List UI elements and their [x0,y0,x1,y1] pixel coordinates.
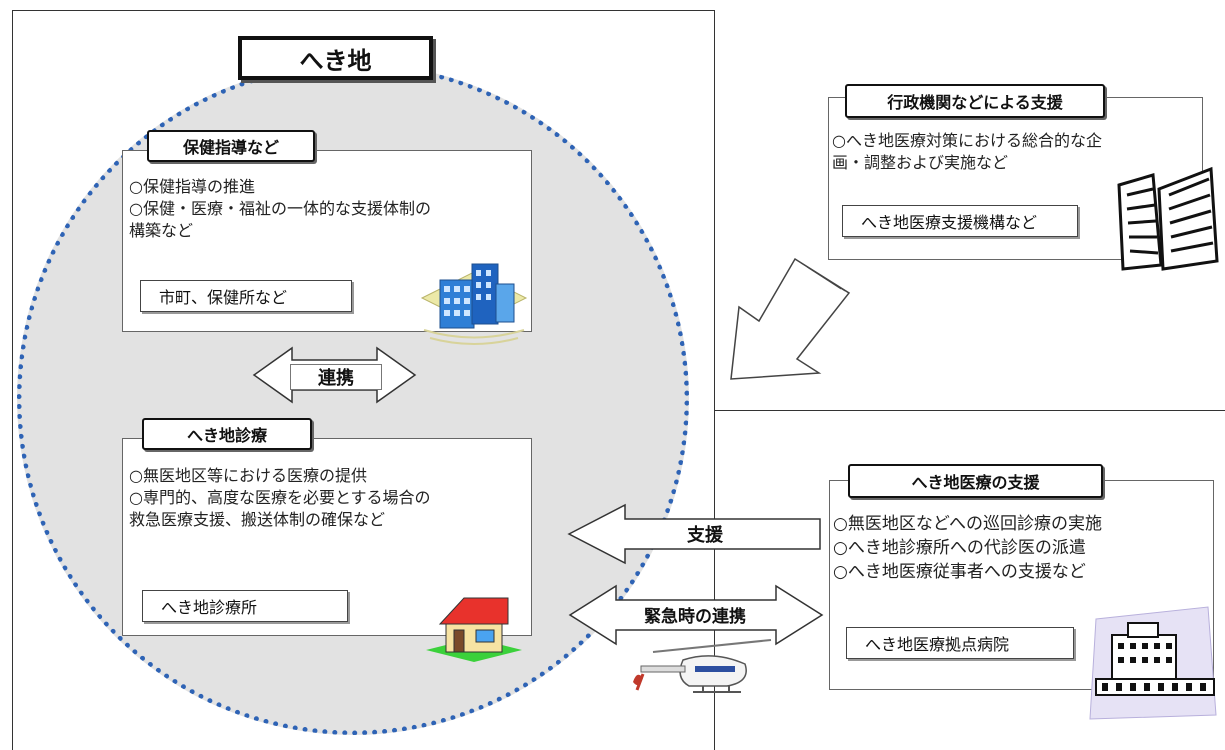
emergency-cooperation-arrow [568,584,824,646]
rural-clinic-desc: ○無医地区等における医療の提供 ○専門的、高度な医療を必要とする場合の 救急医療… [129,466,431,529]
health-guidance-tag: 保健指導など [147,130,315,162]
emergency-cooperation-label: 緊急時の連携 [644,606,746,627]
rural-medical-support-tag: へき地医療の支援 [848,464,1103,498]
health-guidance-label: 市町、保健所など [140,280,352,312]
rural-clinic-label: へき地診療所 [142,590,348,622]
rural-medical-support-desc: ○無医地区などへの巡回診療の実施 ○へき地診療所への代診医の派遣 ○へき地医療従… [833,514,1102,582]
rural-medical-support-label: へき地医療拠点病院 [846,627,1074,659]
admin-support-tag: 行政機関などによる支援 [845,84,1105,118]
support-arrow [567,503,822,565]
rural-clinic-tag: へき地診療 [142,418,312,450]
cooperation-label: 連携 [290,364,382,390]
admin-support-label: へき地医療支援機構など [842,205,1078,237]
clinic-house-icon [424,592,524,664]
admin-support-desc: ○へき地医療対策における総合的な企 画・調整および実施など [832,131,1102,172]
office-building-icon [414,250,532,350]
region-divider [714,410,1225,413]
support-label: 支援 [687,525,723,546]
helicopter-icon [623,630,773,710]
rural-area-title: へき地 [238,36,433,80]
hospital-icon [1088,605,1220,723]
health-guidance-desc: ○保健指導の推進 ○保健・医療・福祉の一体的な支援体制の 構築など [129,177,431,240]
admin-support-arrow [725,255,855,385]
government-building-icon [1113,165,1225,275]
region-frame [12,10,715,750]
